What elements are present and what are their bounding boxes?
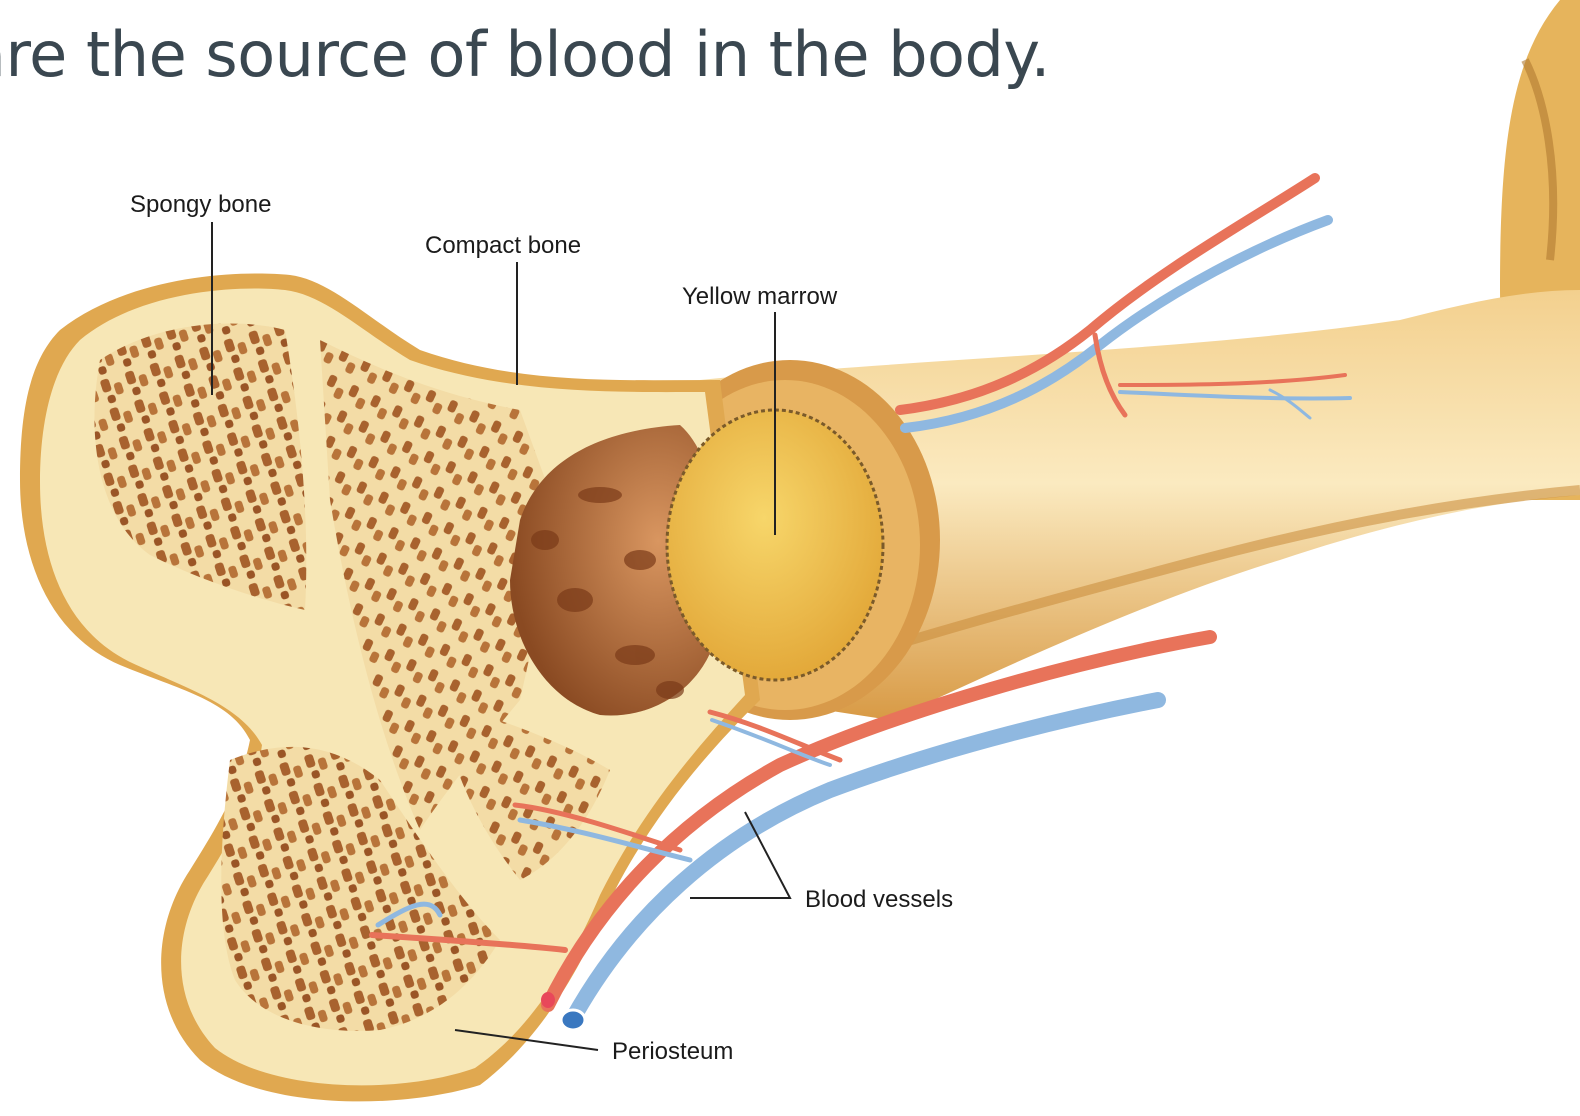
- label-periosteum: Periosteum: [612, 1038, 733, 1065]
- label-blood-vessels: Blood vessels: [805, 886, 953, 913]
- label-compact-bone: Compact bone: [425, 232, 581, 259]
- label-spongy-bone: Spongy bone: [130, 191, 271, 218]
- label-yellow-marrow: Yellow marrow: [682, 283, 838, 310]
